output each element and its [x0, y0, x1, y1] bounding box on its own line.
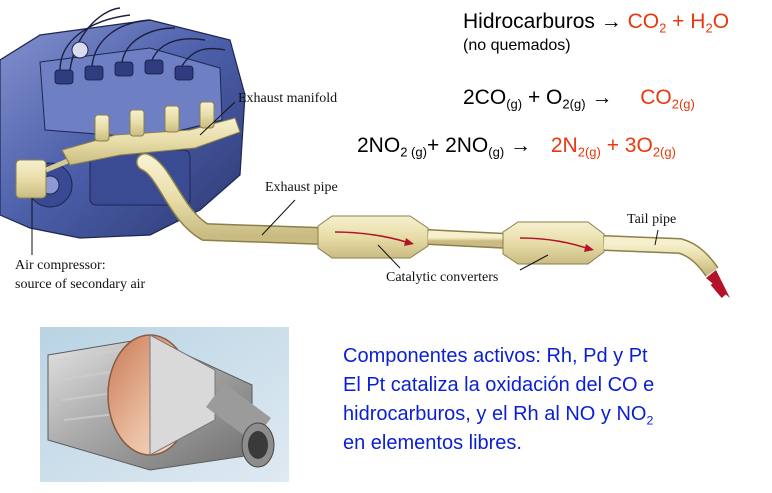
- plus-sign: +: [600, 134, 625, 157]
- product-co2: CO2(g): [640, 86, 695, 112]
- reactant-no2: 2NO2 (g): [357, 134, 427, 160]
- equation-hydrocarbons: Hidrocarburos → CO2 + H2O: [463, 10, 730, 36]
- product-o2: 3O2(g): [624, 134, 676, 160]
- equation-nox-reduction: 2NO2 (g)+ 2NO(g) → 2N2(g) + 3O2(g): [357, 134, 676, 160]
- info-line-3: hidrocarburos, y el Rh al NO y NO2: [343, 403, 654, 428]
- reaction-arrow: →: [585, 86, 619, 109]
- info-line-1: Componentes activos: Rh, Pd y Pt: [343, 345, 648, 367]
- reactant-o2: O2(g): [546, 86, 586, 112]
- label-exhaust-pipe: Exhaust pipe: [265, 180, 338, 195]
- reaction-arrow: →: [600, 10, 622, 33]
- label-catalytic-converters: Catalytic converters: [386, 270, 499, 285]
- product-co2: CO2: [627, 10, 667, 36]
- reactant-no: 2NO(g): [445, 134, 505, 160]
- label-air-compressor: Air compressor:: [15, 258, 106, 273]
- exhaust-manifold-illustration: [61, 101, 241, 166]
- info-text-block: Componentes activos: Rh, Pd y Pt El Pt c…: [343, 342, 654, 458]
- catalytic-converter-photo: [40, 327, 289, 482]
- reactant-co: 2CO(g): [463, 86, 523, 112]
- label-exhaust-manifold: Exhaust manifold: [238, 91, 338, 106]
- label-air-compressor-source: source of secondary air: [15, 277, 146, 292]
- info-line-2: El Pt cataliza la oxidación del CO e: [343, 374, 655, 396]
- equation-co-oxidation: 2CO(g) + O2(g) → CO2(g): [463, 86, 695, 112]
- product-h2o: H2O: [690, 10, 730, 36]
- label-tail-pipe: Tail pipe: [627, 212, 677, 227]
- plus-sign: +: [666, 10, 691, 33]
- hydrocarbons-label: Hidrocarburos: [463, 10, 595, 33]
- unburned-note: (no quemados): [463, 37, 571, 54]
- exhaust-pipe-illustration: [136, 153, 730, 298]
- product-n2: 2N2(g): [550, 134, 601, 160]
- info-line-4: en elementos libres.: [343, 432, 522, 454]
- plus-sign: +: [522, 86, 547, 109]
- plus-sign: +: [426, 134, 446, 157]
- reaction-arrow: →: [504, 134, 537, 157]
